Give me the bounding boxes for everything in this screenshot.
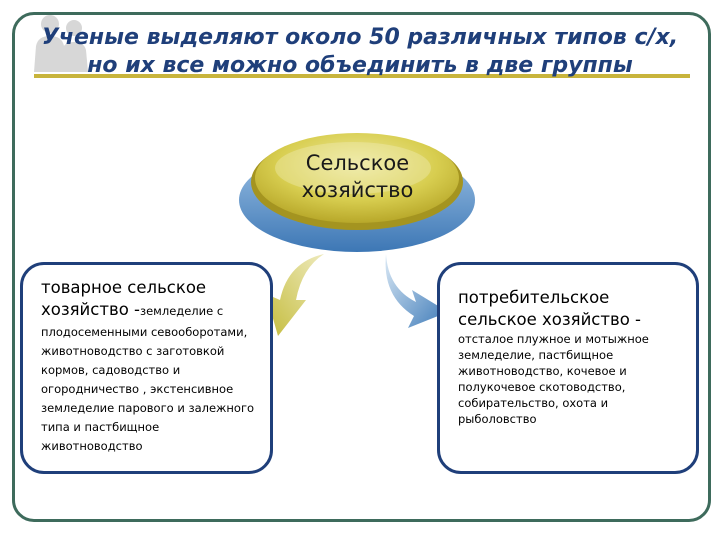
center-node-label: Сельское хозяйство (301, 151, 414, 202)
arrow-right-icon (385, 254, 448, 328)
slide-title: Ученые выделяют около 50 различных типов… (41, 25, 679, 78)
subsistence-agriculture-title: потребительское сельское хозяйство - (458, 288, 642, 329)
arrow-left-icon (266, 254, 324, 336)
people-silhouettes-icon (34, 15, 88, 72)
title-underline (34, 74, 690, 78)
commercial-agriculture-description: земледелие с плодосеменными севооборотам… (41, 304, 255, 453)
subsistence-agriculture-description: отсталое плужное и мотыжное земледелие, … (458, 332, 649, 426)
commercial-agriculture-box: товарное сельское хозяйство -земледелие … (20, 262, 273, 474)
subsistence-agriculture-box: потребительское сельское хозяйство - отс… (437, 262, 699, 474)
commercial-agriculture-title: товарное сельское хозяйство - (41, 278, 207, 319)
center-node-shape (239, 133, 475, 252)
